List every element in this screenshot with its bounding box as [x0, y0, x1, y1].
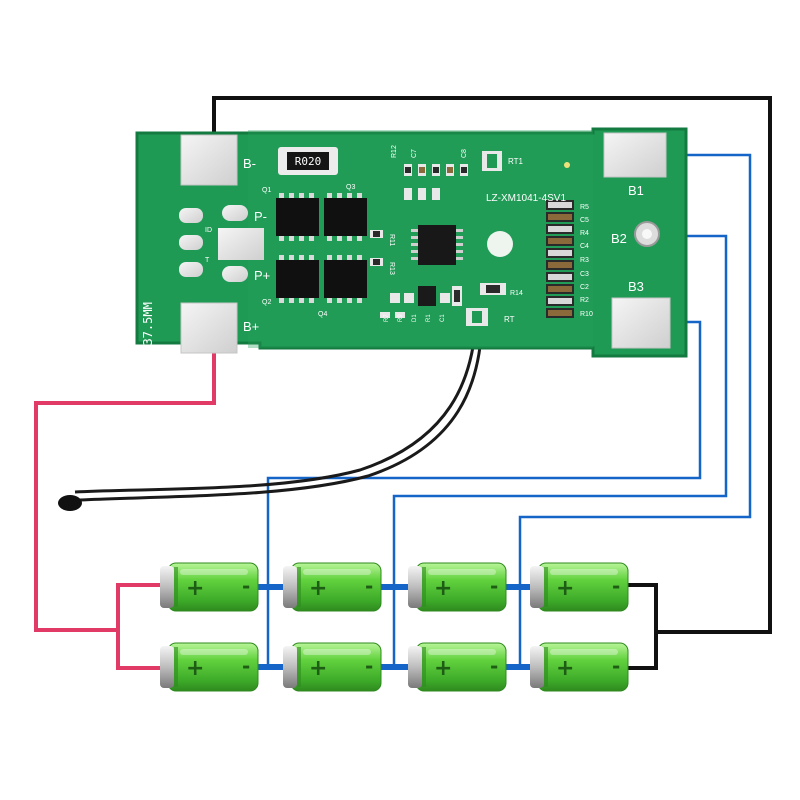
- label-b1: B1: [628, 183, 644, 198]
- pad-b-minus: [180, 134, 238, 186]
- bms-board: R020: [135, 127, 688, 360]
- battery-cell: +-: [530, 642, 629, 692]
- cell-terminal-cap: [283, 646, 297, 688]
- cell-terminal-cap: [160, 566, 174, 608]
- battery-cell: +-: [283, 642, 382, 692]
- label-p-minus: P-: [254, 209, 267, 224]
- cell-plus-sign: +: [186, 656, 204, 681]
- cell-terminal-cap: [283, 566, 297, 608]
- cell-plus-sign: +: [434, 656, 452, 681]
- label-r11: R11: [388, 234, 395, 246]
- black-negative-wire: [212, 96, 772, 634]
- label-r3: R3: [580, 257, 589, 264]
- balance-wire-b2: [392, 234, 728, 668]
- black-cell-end-bus: [628, 583, 658, 670]
- label-r2: R2: [580, 297, 589, 304]
- label-c7: C7: [411, 149, 418, 158]
- label-c2: C2: [580, 284, 589, 291]
- cell-plus-sign: +: [434, 576, 452, 601]
- battery-cell: +-: [408, 642, 507, 692]
- mosfet-array: [276, 193, 367, 303]
- label-c3: C3: [580, 271, 589, 278]
- label-id: ID: [205, 227, 212, 234]
- label-r5: R5: [580, 204, 589, 211]
- smd-components: [370, 151, 506, 326]
- battery-cell-array: +-+-+-+-+-+-+-+-: [160, 562, 629, 692]
- red-positive-wire: [34, 340, 216, 632]
- cell-minus-sign: -: [612, 654, 620, 678]
- label-rt: RT: [504, 315, 515, 324]
- pad-p-minus: [222, 205, 248, 221]
- board-size-label: *137.5MM: [141, 302, 155, 360]
- pad-t: [179, 262, 203, 277]
- label-r1: R1: [426, 314, 432, 322]
- shunt-label: R020: [295, 155, 322, 168]
- balance-wire-b3: [266, 320, 702, 668]
- pad-b3: [611, 297, 671, 349]
- cell-minus-sign: -: [612, 574, 620, 598]
- label-r12: R12: [391, 145, 398, 158]
- label-b2: B2: [611, 231, 627, 246]
- label-c5: C5: [580, 217, 589, 224]
- label-t: T: [205, 257, 210, 264]
- cell-minus-sign: -: [365, 654, 373, 678]
- label-b-minus: B-: [243, 156, 256, 171]
- label-r9: R9: [398, 314, 404, 322]
- mounting-hole: [487, 231, 513, 257]
- cell-terminal-cap: [160, 646, 174, 688]
- label-r10: R10: [580, 311, 593, 318]
- balance-passives: [546, 200, 574, 318]
- label-q3: Q3: [346, 184, 355, 191]
- label-d1: D1: [412, 314, 418, 322]
- cell-minus-sign: -: [242, 654, 250, 678]
- label-c1: C1: [440, 314, 446, 322]
- battery-cell: +-: [283, 562, 382, 612]
- label-r7: R7: [384, 314, 390, 322]
- label-rt1: RT1: [508, 157, 524, 166]
- cell-minus-sign: -: [365, 574, 373, 598]
- red-parallel-bus: [116, 583, 160, 670]
- battery-cell: +-: [160, 642, 259, 692]
- thermistor-lead: [58, 321, 484, 511]
- battery-cell: +-: [408, 562, 507, 612]
- label-p-plus: P+: [254, 268, 270, 283]
- label-r14: R14: [510, 290, 523, 297]
- cell-plus-sign: +: [556, 656, 574, 681]
- pad-p-plus: [222, 266, 248, 282]
- pad-id: [179, 208, 203, 223]
- wires: [34, 96, 772, 670]
- label-q2: Q2: [262, 299, 271, 306]
- label-r13: R13: [388, 262, 395, 275]
- board-model-label: LZ-XM1041-4SV1: [486, 193, 566, 204]
- cell-minus-sign: -: [490, 654, 498, 678]
- label-q1: Q1: [262, 187, 271, 194]
- pad-b1: [603, 132, 667, 178]
- pad-p-center: [218, 228, 264, 260]
- battery-cell: +-: [160, 562, 259, 612]
- balance-wire-b1: [518, 153, 752, 668]
- label-b-plus: B+: [243, 319, 259, 334]
- cell-plus-sign: +: [556, 576, 574, 601]
- cell-plus-sign: +: [186, 576, 204, 601]
- label-r4: R4: [580, 230, 589, 237]
- cell-plus-sign: +: [309, 576, 327, 601]
- cell-minus-sign: -: [242, 574, 250, 598]
- pad-b-plus: [180, 302, 238, 354]
- cell-terminal-cap: [530, 566, 544, 608]
- label-c4: C4: [580, 243, 589, 250]
- label-b3: B3: [628, 279, 644, 294]
- controller-ic: [418, 225, 456, 265]
- thermistor-bead: [58, 495, 82, 511]
- cell-terminal-cap: [408, 646, 422, 688]
- cell-minus-sign: -: [490, 574, 498, 598]
- label-c8: C8: [461, 149, 468, 158]
- silkscreen: B- B+ P- P+ ID T B1 B2 B3 LZ-XM1041-4SV1…: [141, 145, 644, 360]
- label-q4: Q4: [318, 311, 327, 318]
- cell-plus-sign: +: [309, 656, 327, 681]
- battery-cell: +-: [530, 562, 629, 612]
- cell-terminal-cap: [530, 646, 544, 688]
- cell-terminal-cap: [408, 566, 422, 608]
